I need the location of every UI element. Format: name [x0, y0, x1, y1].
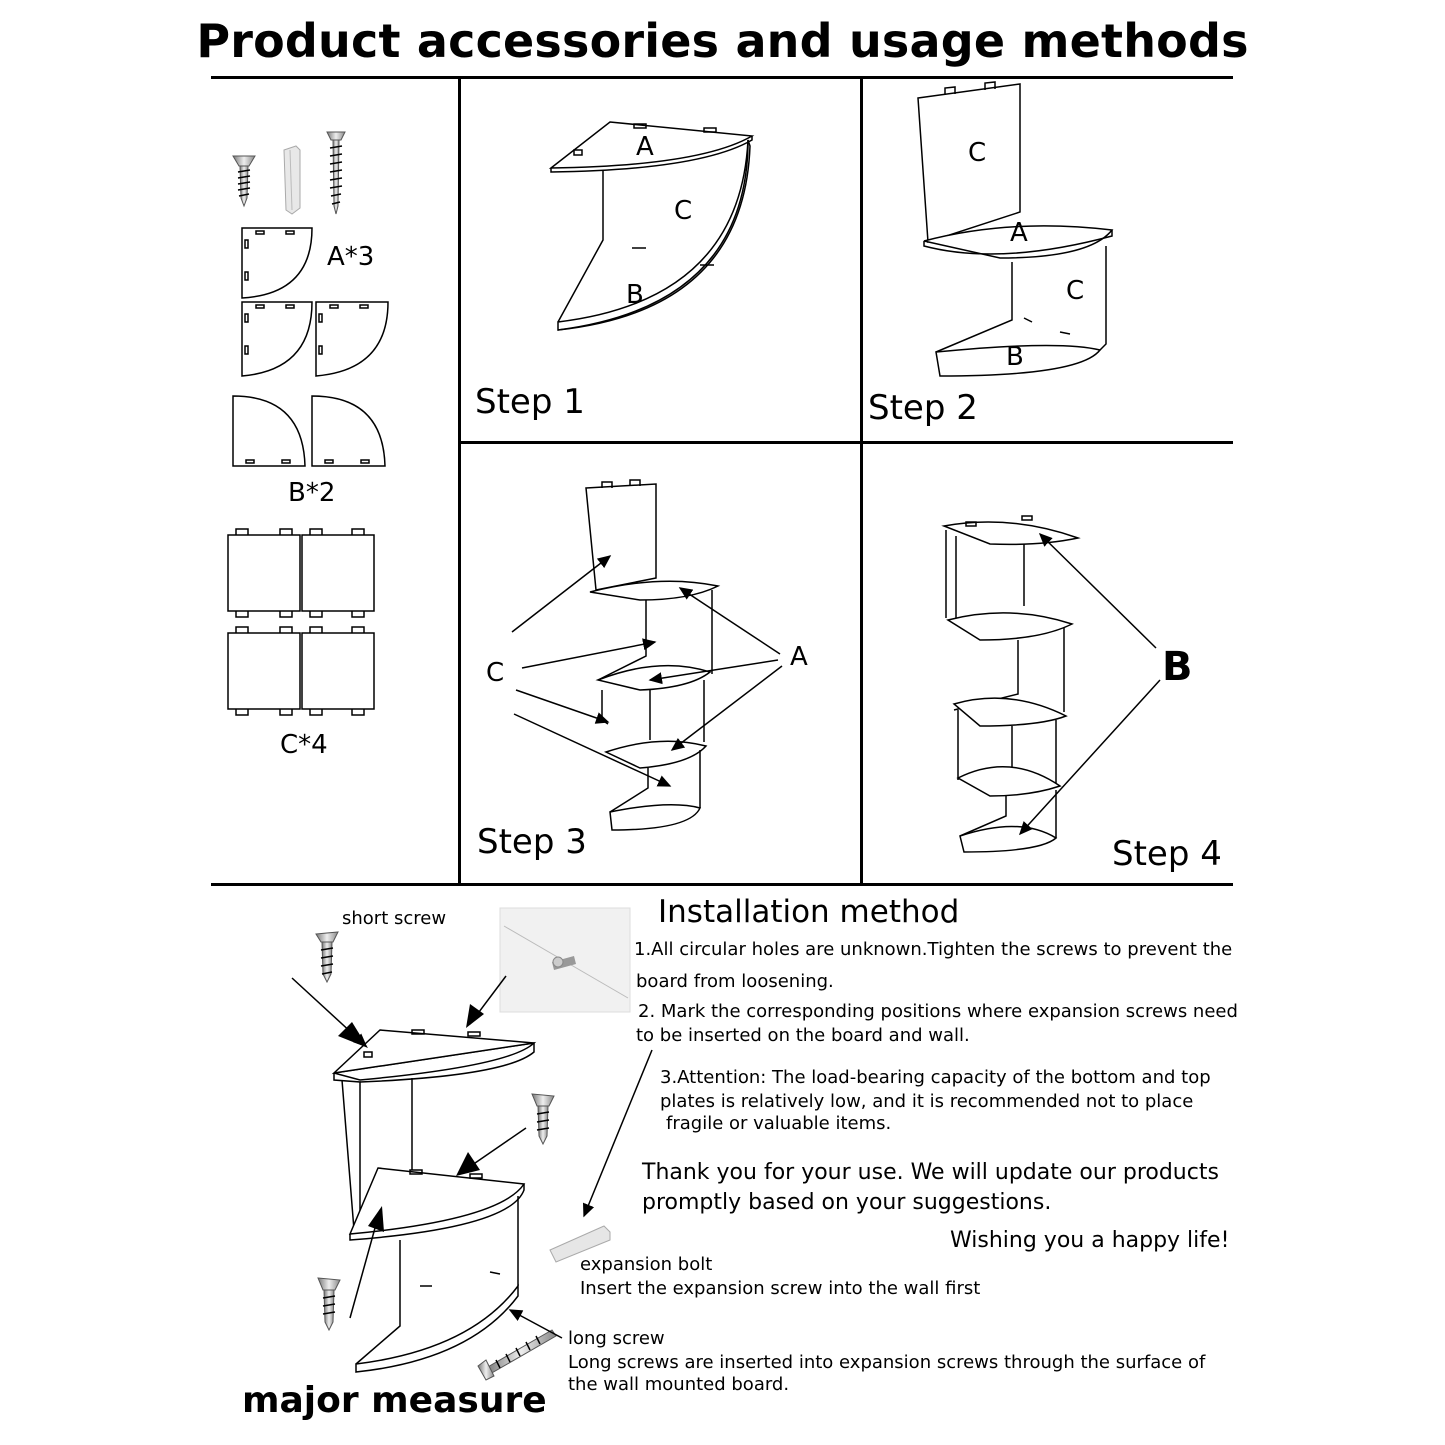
step4-drawing — [944, 516, 1160, 852]
step4-label-b: B — [1162, 644, 1193, 690]
step2-label-b: B — [1006, 342, 1024, 372]
install-drawing — [292, 908, 652, 1380]
screw-icon — [318, 1278, 340, 1330]
part-c-drawing — [228, 529, 374, 715]
page-title: Product accessories and usage methods — [196, 14, 1249, 68]
thanks-line2: promptly based on your suggestions. — [642, 1190, 1052, 1215]
installation-step3-line1: 3.Attention: The load-bearing capacity o… — [660, 1067, 1211, 1088]
wish-text: Wishing you a happy life! — [950, 1228, 1230, 1253]
step1-title: Step 1 — [475, 382, 585, 422]
short-screw-icon — [316, 932, 338, 982]
installation-step2-line1: 2. Mark the corresponding positions wher… — [638, 1001, 1238, 1022]
step3-label-a: A — [790, 642, 808, 672]
long-screw-icon — [478, 1330, 556, 1380]
part-c-label: C*4 — [280, 730, 328, 760]
step1-label-b: B — [626, 280, 644, 310]
divider-center — [860, 77, 863, 885]
screw-icon — [532, 1094, 554, 1144]
step2-label-c2: C — [1066, 276, 1085, 306]
expansion-anchor-icon — [284, 146, 300, 214]
step3-drawing — [512, 480, 782, 830]
step1-label-c: C — [674, 196, 693, 226]
expansion-bolt-icon — [550, 1226, 610, 1262]
step1-label-a: A — [636, 132, 654, 162]
long-screw-label: long screw — [568, 1328, 665, 1349]
wall-photo-inset — [500, 908, 630, 1012]
screw-icon — [233, 156, 255, 206]
expansion-bolt-desc: Insert the expansion screw into the wall… — [580, 1278, 981, 1299]
step4-title: Step 4 — [1112, 834, 1222, 874]
step2-drawing — [918, 82, 1112, 376]
installation-step1-line2: board from loosening. — [636, 971, 834, 992]
thanks-line1: Thank you for your use. We will update o… — [642, 1160, 1219, 1185]
step3-label-c: C — [486, 658, 505, 688]
long-screw-icon — [327, 132, 345, 214]
divider-top — [211, 76, 1233, 79]
part-a-label: A*3 — [327, 242, 375, 272]
step2-label-a: A — [1010, 218, 1028, 248]
divider-left — [458, 77, 461, 885]
step1-drawing — [551, 122, 752, 330]
part-b-drawing — [233, 396, 385, 466]
installation-heading: Installation method — [658, 894, 960, 930]
installation-step3-line2: plates is relatively low, and it is reco… — [660, 1091, 1194, 1112]
expansion-bolt-label: expansion bolt — [580, 1254, 713, 1275]
long-screw-desc-line1: Long screws are inserted into expansion … — [568, 1352, 1206, 1373]
step3-title: Step 3 — [477, 822, 587, 862]
major-measure-label: major measure — [242, 1380, 547, 1421]
part-b-label: B*2 — [288, 478, 336, 508]
short-screw-label: short screw — [342, 908, 447, 929]
long-screw-desc-line2: the wall mounted board. — [568, 1374, 790, 1395]
part-a-drawing — [242, 228, 388, 376]
step2-title: Step 2 — [868, 388, 978, 428]
step2-label-c1: C — [968, 138, 987, 168]
installation-step2-line2: to be inserted on the board and wall. — [636, 1025, 970, 1046]
installation-step3-line3: fragile or valuable items. — [666, 1113, 892, 1134]
divider-bottom — [211, 883, 1233, 886]
divider-middle — [459, 441, 1233, 444]
installation-step1-line1: 1.All circular holes are unknown.Tighten… — [634, 939, 1233, 960]
